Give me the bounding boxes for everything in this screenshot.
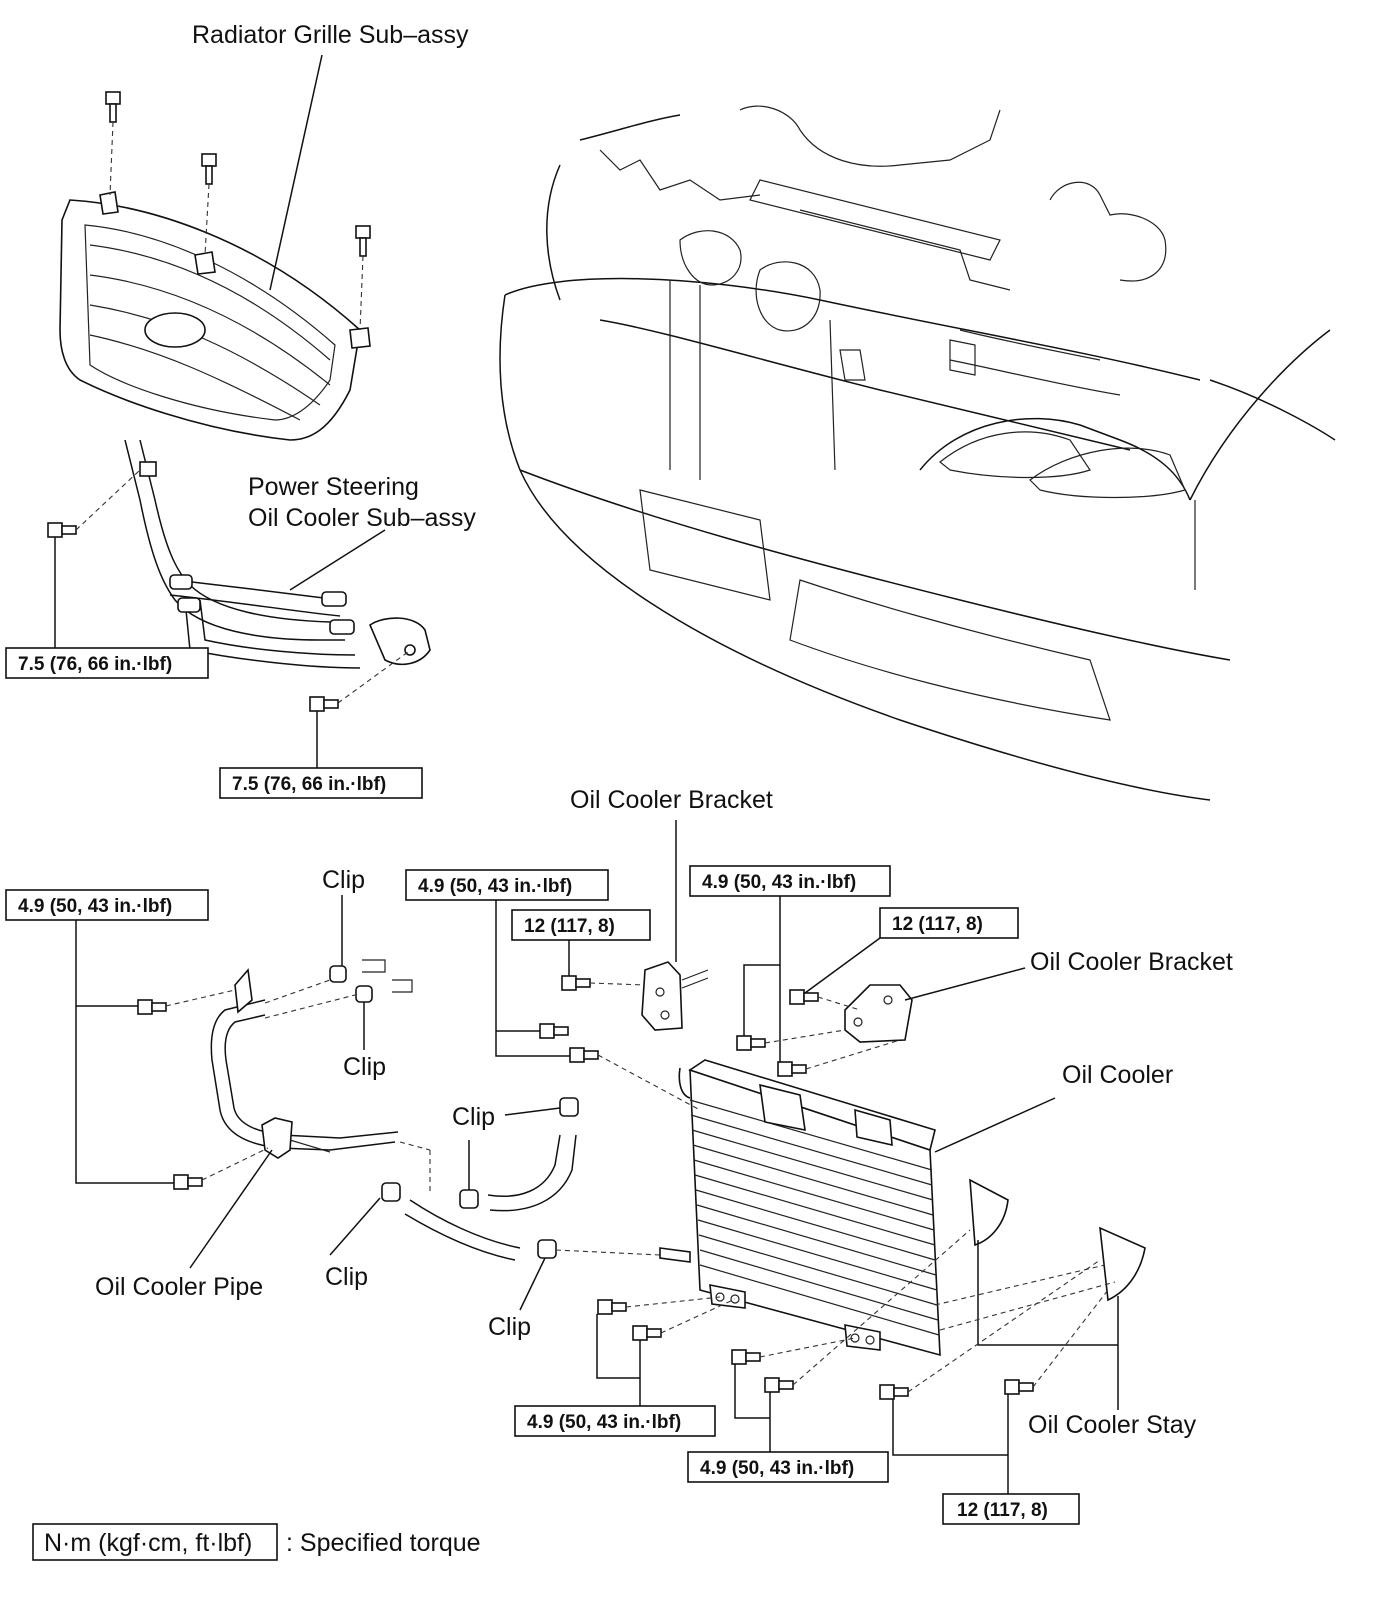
bolt-icon [764,1377,794,1393]
bolt-icon [731,1349,761,1365]
screw-icon [201,153,217,185]
torque-legend: N·m (kgf·cm, ft·lbf) : Specified torque [32,1523,481,1561]
label-radiator-grille: Radiator Grille Sub–assy [192,21,469,49]
screw-icon [105,91,121,123]
torque-value: 7.5 (76, 66 in.·lbf) [232,774,386,795]
torque-box [514,1405,716,1437]
bolt-icon [777,1061,807,1077]
label-oil-cooler-stay: Oil Cooler Stay [1028,1411,1197,1439]
bolt-icon [561,975,591,991]
power-steering-oil-cooler [47,439,431,712]
label-ps-cooler-line2: Oil Cooler Sub–assy [248,504,476,532]
torque-box [5,647,209,679]
bolt-icon [47,522,77,538]
radiator-grille [59,91,371,441]
pipe-leader-line [189,1149,273,1269]
label-clip: Clip [488,1313,531,1341]
clip-icon [329,965,347,983]
label-oil-cooler: Oil Cooler [1062,1061,1173,1089]
label-oil-cooler-pipe: Oil Cooler Pipe [95,1273,263,1301]
torque-box [689,865,891,897]
torque-box [942,1493,1080,1525]
screw-icon [355,225,371,257]
clip-icon [355,985,373,1003]
bolt-icon [309,696,339,712]
label-oil-cooler-bracket: Oil Cooler Bracket [1030,948,1233,976]
bolt-icon [137,999,167,1015]
torque-box [5,889,209,921]
oil-cooler-pipe [137,968,399,1190]
label-ps-cooler-line1: Power Steering [248,473,419,501]
oil-cooler-bracket-right [844,984,913,1043]
torque-value: 12 (117, 8) [957,1500,1048,1521]
bolt-icon [632,1325,662,1341]
oil-cooler-stay [969,1178,1146,1302]
bolt-icon [539,1023,569,1039]
clip-icon [559,1097,579,1117]
torque-box [687,1451,889,1483]
torque-box [219,767,423,799]
label-clip: Clip [322,866,365,894]
legend-meaning: : Specified torque [286,1529,481,1557]
torque-value: 4.9 (50, 43 in.·lbf) [700,1458,854,1479]
bolt-icon [1004,1379,1034,1395]
clip-icon [537,1239,557,1259]
torque-value: 4.9 (50, 43 in.·lbf) [527,1412,681,1433]
torque-box [879,907,1019,939]
bolt-icon [789,989,819,1005]
torque-box [405,869,609,901]
bolt-icon [569,1047,599,1063]
ps-cooler-leader-line [289,529,386,591]
bolt-icon [879,1384,909,1400]
label-clip: Clip [343,1053,386,1081]
clip-icon [459,1189,479,1209]
oil-cooler [659,1059,941,1357]
torque-value: 12 (117, 8) [892,914,983,935]
bolt-icon [597,1299,627,1315]
label-oil-cooler-bracket: Oil Cooler Bracket [570,786,773,814]
legend-unit: N·m (kgf·cm, ft·lbf) [44,1529,252,1557]
torque-value: 12 (117, 8) [524,916,615,937]
label-clip: Clip [452,1103,495,1131]
torque-value: 4.9 (50, 43 in.·lbf) [418,876,572,897]
oil-cooler-leader-line [934,1097,1056,1153]
oil-cooler-bracket-upper [641,961,709,1031]
legend-box [32,1523,278,1561]
grille-leader-line [269,54,323,291]
label-clip: Clip [325,1263,368,1291]
clip-icon [381,1182,401,1202]
torque-value: 7.5 (76, 66 in.·lbf) [18,654,172,675]
vehicle-front-illustration [499,105,1336,801]
bolt-icon [173,1174,203,1190]
torque-value: 4.9 (50, 43 in.·lbf) [18,896,172,917]
bolt-icon [736,1035,766,1051]
torque-box [511,909,651,941]
torque-value: 4.9 (50, 43 in.·lbf) [702,872,856,893]
